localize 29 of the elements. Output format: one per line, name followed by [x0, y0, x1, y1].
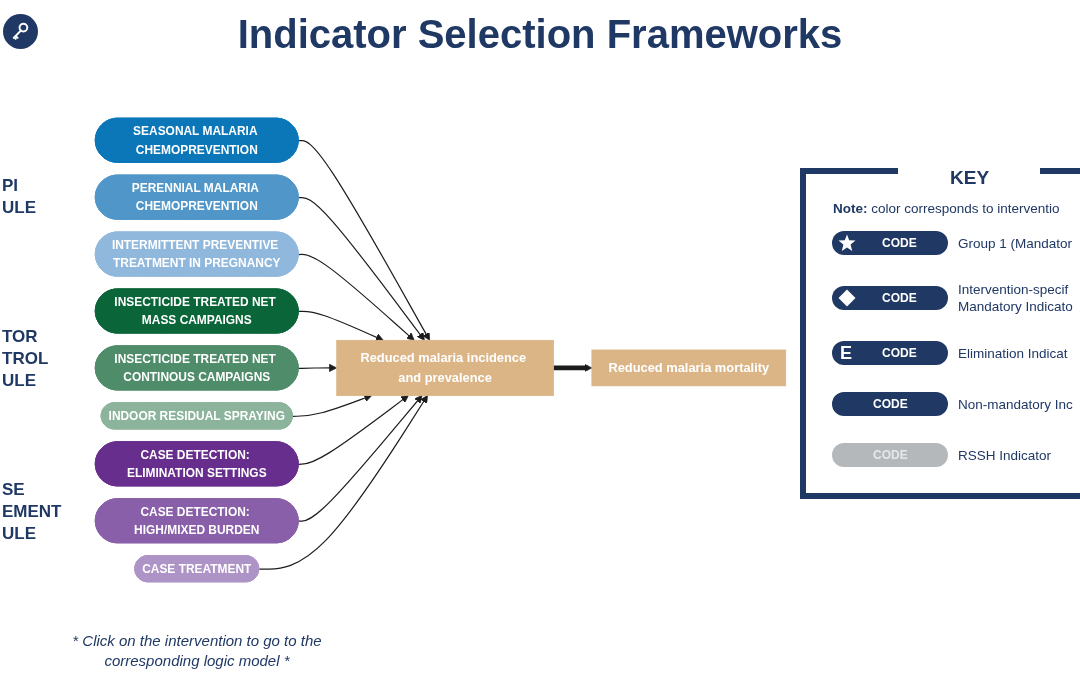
arrow — [298, 196, 425, 341]
key-heading: KEY — [950, 167, 990, 189]
arrow — [258, 395, 428, 570]
code-text: CODE — [882, 236, 917, 250]
code-text: CODE — [882, 291, 917, 305]
arrow — [298, 363, 338, 372]
legend-text: Group 1 (Mandator — [958, 235, 1074, 252]
footnote: * Click on the intervention to go to the corresponding logic model * — [71, 631, 323, 671]
legend-text: Intervention-specif Mandatory Indicato — [958, 281, 1074, 315]
legend-text: RSSH Indicator — [958, 447, 1053, 464]
code-text: CODE — [873, 397, 908, 411]
arrow — [298, 310, 384, 342]
node-box: Reduced malaria incidence and prevalence — [336, 339, 554, 396]
legend-text: Non-mandatory Inc — [958, 396, 1074, 413]
arrow — [292, 394, 373, 417]
node-box: Reduced malaria mortality — [591, 349, 787, 387]
arrow — [298, 253, 415, 341]
module-label: TOR TROL ULE — [2, 326, 48, 392]
arrow — [298, 140, 430, 341]
module-label: SE EMENT ULE — [2, 479, 62, 545]
key-note: Note: color corresponds to interventio — [833, 201, 1060, 216]
arrow — [553, 363, 593, 372]
badge-letter: E — [840, 344, 852, 362]
module-label: PI ULE — [2, 175, 36, 219]
diagram-title: Indicator Selection Frameworks — [237, 11, 843, 58]
code-text: CODE — [882, 346, 917, 360]
legend-text: Elimination Indicat — [958, 345, 1069, 362]
arrow — [298, 395, 423, 522]
arrow — [298, 395, 409, 465]
